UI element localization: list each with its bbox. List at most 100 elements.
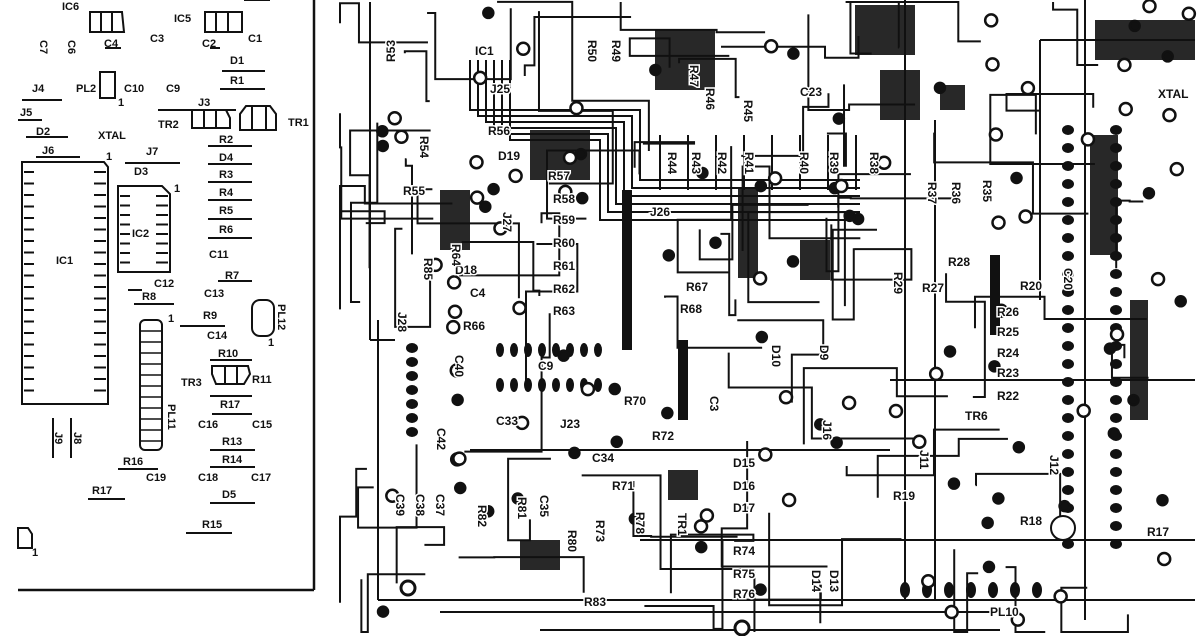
copper-component-label: R49 [609, 40, 623, 62]
via-pad [694, 540, 708, 554]
via-pad [928, 366, 944, 382]
ic-pad [496, 378, 504, 392]
via-pad [993, 303, 1009, 318]
via-pad [514, 415, 530, 431]
via-pad [1010, 612, 1026, 627]
component-label: IC2 [132, 228, 149, 240]
copper-fill [668, 470, 698, 500]
copper-component-label: C39 [393, 494, 407, 516]
copper-component-label: C38 [413, 494, 427, 516]
via-pad [452, 451, 467, 466]
via-pad [947, 477, 961, 490]
component-label: PL11 [165, 404, 177, 430]
connector-pad [406, 343, 418, 353]
ic-pad [1110, 233, 1122, 243]
copper-fill [655, 30, 715, 90]
component-label: R9 [203, 310, 217, 322]
component-label: R7 [225, 270, 239, 282]
copper-fill [622, 190, 632, 350]
component-label: R10 [218, 348, 238, 360]
copper-component-label: R47 [687, 65, 701, 87]
ic-pad [1062, 413, 1074, 423]
copper-component-label: D9 [817, 345, 831, 361]
copper-component-label: R81 [515, 497, 529, 519]
copper-component-label: C20 [1061, 268, 1075, 290]
ic1-outline [21, 161, 109, 405]
ic-pad [538, 343, 546, 357]
via-pad [786, 255, 800, 268]
ic-pad [580, 343, 588, 357]
ic-pad [1062, 359, 1074, 369]
ic2-outline [117, 185, 171, 273]
via-pad [1181, 6, 1197, 22]
copper-trace [461, 240, 541, 297]
copper-trace [525, 243, 579, 383]
copper-component-label: R24 [997, 346, 1019, 360]
component-label: R16 [123, 456, 143, 468]
via-pad [787, 47, 800, 60]
via-pad [1118, 101, 1133, 117]
component-label: D4 [219, 152, 234, 164]
ic-pad [1110, 521, 1122, 531]
ic-pad [1110, 503, 1122, 513]
copper-trace [802, 367, 948, 445]
copper-component-label: R45 [741, 100, 755, 122]
ic-pad [496, 343, 504, 357]
copper-component-label: C34 [592, 451, 614, 465]
component-label: IC6 [62, 1, 79, 13]
copper-trace [339, 184, 453, 250]
via-pad [449, 363, 465, 378]
copper-component-label: R72 [652, 429, 674, 443]
copper-trace [644, 539, 724, 630]
copper-trace [507, 457, 551, 542]
copper-trace [848, 1, 981, 43]
ic-pad [1062, 215, 1074, 225]
via-pad [446, 319, 461, 335]
via-pad [508, 168, 523, 184]
copper-trace [339, 467, 367, 603]
via-pad [1142, 186, 1156, 200]
via-pad [830, 436, 843, 449]
copper-component-label: R76 [733, 587, 755, 601]
connector-pad [406, 427, 418, 437]
copper-trace [619, 2, 766, 34]
copper-trace [395, 526, 446, 584]
component-label: TR3 [181, 377, 202, 389]
via-pad [1012, 440, 1026, 454]
component-label: R17 [220, 399, 240, 411]
copper-component-label: R36 [949, 182, 963, 204]
ic-pad [594, 378, 602, 392]
copper-component-label: R25 [997, 325, 1019, 339]
ic-pad [1110, 485, 1122, 495]
copper-component-label: R42 [715, 152, 729, 174]
via-pad [983, 13, 999, 28]
via-pad [376, 139, 390, 153]
copper-component-label: R58 [553, 192, 575, 206]
copper-component-label: C23 [800, 85, 822, 99]
via-pad [988, 127, 1004, 142]
copper-fill [738, 188, 758, 278]
via-pad [493, 221, 508, 236]
via-pad [834, 178, 849, 194]
copper-trace [416, 188, 520, 299]
mounting-hole [733, 619, 751, 636]
copper-trace [831, 228, 877, 321]
connector-pad [406, 413, 418, 423]
via-pad [1150, 271, 1166, 287]
copper-fill [440, 190, 470, 250]
via-pad [428, 257, 443, 273]
copper-component-label: D10 [769, 345, 783, 367]
connector-pad [406, 385, 418, 395]
copper-trace [1005, 93, 1095, 112]
via-pad [1080, 132, 1096, 147]
pl11-connector [139, 319, 163, 451]
copper-component-label: J12 [1047, 455, 1061, 475]
copper-component-label: R26 [997, 305, 1019, 319]
copper-trace [360, 573, 426, 633]
component-label: R8 [142, 291, 156, 303]
via-pad [921, 573, 936, 589]
via-pad [1117, 57, 1132, 73]
component-label: C9 [166, 83, 180, 95]
